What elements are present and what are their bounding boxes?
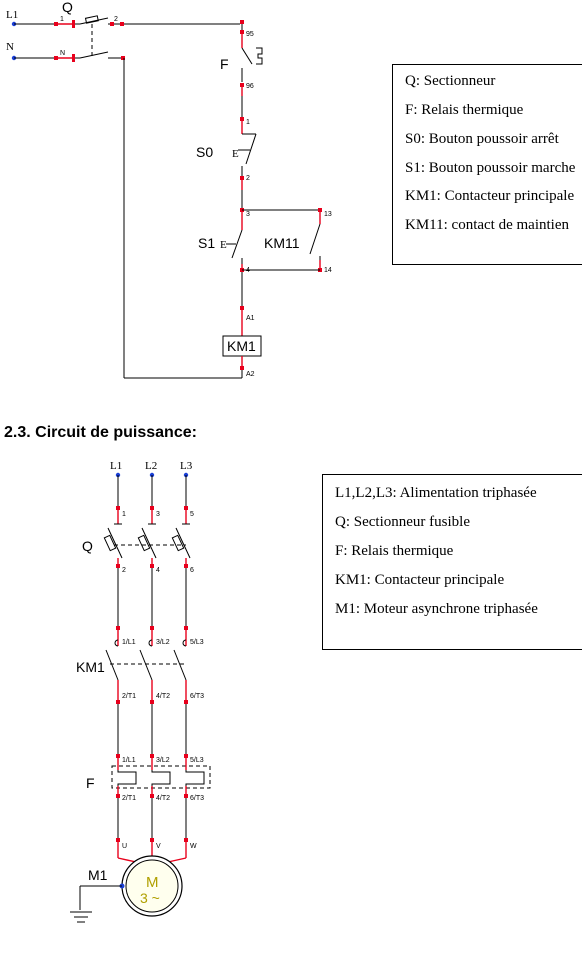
- phase-lines: 1 3 5 Q 2 4 6 1/L1 3/L2 5/L3: [76, 475, 211, 863]
- legend-power-item: KM1: Contacteur principale: [335, 572, 505, 588]
- terminal-p-1l1-a: 1/L1: [122, 639, 136, 646]
- legend-command-item: S0: Bouton poussoir arrêt: [405, 131, 559, 147]
- terminal-p-1: 1: [122, 511, 126, 518]
- terminal-p-2t1-b: 2/T1: [122, 795, 136, 802]
- terminal-p-2t1-a: 2/T1: [122, 693, 136, 700]
- terminal-p-3l2-b: 3/L2: [156, 757, 170, 764]
- terminal-q-n: N: [60, 50, 65, 57]
- legend-power-item: L1,L2,L3: Alimentation triphasée: [335, 485, 537, 501]
- label-s1-e: E: [220, 239, 227, 251]
- terminal-p-4t2-a: 4/T2: [156, 693, 170, 700]
- label-l1-power: L1: [110, 460, 122, 472]
- terminal-p-4: 4: [156, 567, 160, 574]
- thermal-element-1: [117, 770, 137, 786]
- terminal-a1: A1: [246, 315, 255, 322]
- terminal-3: 3: [246, 211, 250, 218]
- terminal-p-4t2-b: 4/T2: [156, 795, 170, 802]
- terminal-p-6: 6: [190, 567, 194, 574]
- terminal-1: 1: [246, 119, 250, 126]
- label-q: Q: [62, 0, 73, 15]
- terminal-14: 14: [324, 267, 332, 274]
- legend-command-item: KM1: Contacteur principale: [405, 188, 575, 204]
- terminal-p-3l2-a: 3/L2: [156, 639, 170, 646]
- fuse-q-command: [84, 15, 99, 24]
- terminal-q-1: 1: [60, 16, 64, 23]
- terminal-p-6t3-b: 6/T3: [190, 795, 204, 802]
- terminal-u: U: [122, 843, 127, 850]
- label-f: F: [220, 56, 229, 72]
- legend-power-item: F: Relais thermique: [335, 543, 454, 559]
- legend-command-item: Q: Sectionneur: [405, 73, 496, 89]
- legend-power: L1,L2,L3: Alimentation triphasée Q: Sect…: [322, 474, 582, 650]
- legend-command: Q: Sectionneur F: Relais thermique S0: B…: [392, 64, 582, 265]
- terminal-v: V: [156, 843, 161, 850]
- label-n: N: [6, 41, 14, 53]
- legend-command-item: F: Relais thermique: [405, 102, 524, 118]
- label-s0: S0: [196, 144, 213, 160]
- terminal-p-1l1-b: 1/L1: [122, 757, 136, 764]
- terminal-p-6t3-a: 6/T3: [190, 693, 204, 700]
- terminal-p-5: 5: [190, 511, 194, 518]
- section-title: 2.3. Circuit de puissance:: [4, 424, 197, 441]
- terminal-p-2: 2: [122, 567, 126, 574]
- label-s0-e: E: [232, 148, 239, 160]
- power-circuit: L1 L2 L3 1 3 5 Q 2: [70, 460, 211, 923]
- terminal-w: W: [190, 843, 197, 850]
- motor-phase-label: 3 ~: [140, 890, 160, 906]
- label-l3-power: L3: [180, 460, 193, 472]
- terminal-2: 2: [246, 175, 250, 182]
- terminal-q-2: 2: [114, 16, 118, 23]
- terminal-a2: A2: [246, 371, 255, 378]
- label-s1: S1: [198, 235, 215, 251]
- label-coil-km1: KM1: [227, 338, 256, 354]
- label-m1: M1: [88, 867, 108, 883]
- legend-command-item: KM11: contact de maintien: [405, 217, 569, 233]
- terminal-p-3: 3: [156, 511, 160, 518]
- label-km1-power: KM1: [76, 659, 105, 675]
- legend-power-item: M1: Moteur asynchrone triphasée: [335, 601, 538, 617]
- motor-letter-m: M: [146, 874, 159, 891]
- label-f-power: F: [86, 775, 95, 791]
- ground-symbol: [70, 885, 122, 923]
- command-circuit: L1 N Q 1 N 2 95 F: [6, 0, 332, 379]
- motor-m1: M 3 ~: [119, 855, 183, 917]
- terminal-p-5l3-a: 5/L3: [190, 639, 204, 646]
- terminal-p-5l3-b: 5/L3: [190, 757, 204, 764]
- legend-power-item: Q: Sectionneur fusible: [335, 514, 470, 530]
- label-km11: KM11: [264, 235, 300, 251]
- thermal-contact-symbol: [256, 47, 263, 65]
- label-q-power: Q: [82, 538, 93, 554]
- terminal-13: 13: [324, 211, 332, 218]
- thermal-element-3: [185, 770, 205, 786]
- label-l1: L1: [6, 9, 18, 21]
- label-l2-power: L2: [145, 460, 157, 472]
- legend-command-item: S1: Bouton poussoir marche: [405, 160, 576, 176]
- terminal-95: 95: [246, 31, 254, 38]
- thermal-element-2: [151, 770, 171, 786]
- terminal-96: 96: [246, 83, 254, 90]
